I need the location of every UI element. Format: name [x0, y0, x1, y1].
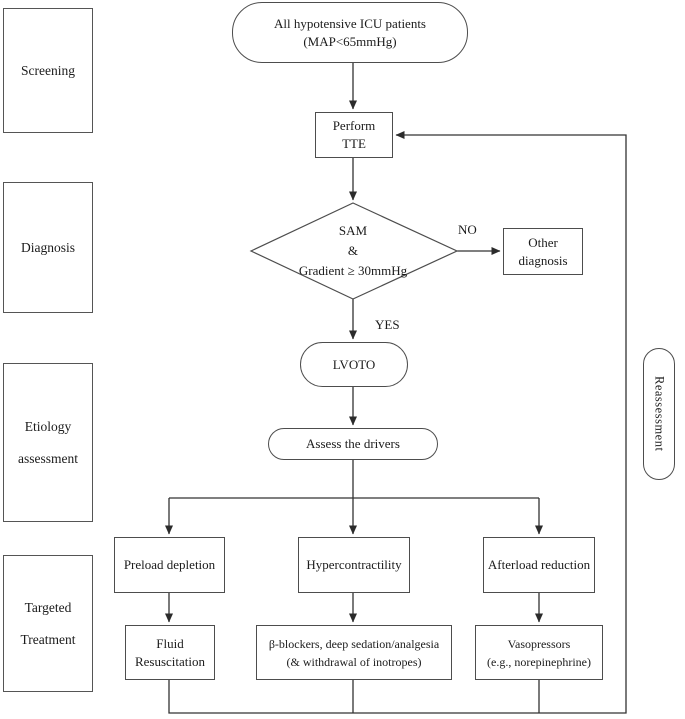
node-fluid-resuscitation: Fluid Resuscitation [125, 625, 215, 680]
stage-label: Targeted Treatment [20, 600, 76, 647]
feedback-loop-to-tte [168, 131, 627, 714]
node-label: Other diagnosis [518, 234, 568, 268]
node-label: All hypotensive ICU patients (MAP<65mmHg… [273, 15, 426, 49]
node-label: Afterload reduction [487, 557, 591, 573]
stage-diagnosis: Diagnosis [3, 182, 93, 313]
decision-diamond [249, 202, 459, 300]
node-reassessment: Reassessment [643, 348, 675, 480]
node-label: Fluid Resuscitation [134, 635, 206, 669]
node-label: Reassessment [652, 376, 667, 452]
node-label: Perform TTE [332, 118, 376, 151]
node-label: Vasopressors (e.g., norepinephrine) [487, 636, 591, 669]
stage-targeted-treatment: Targeted Treatment [3, 555, 93, 692]
stage-etiology-assessment: Etiology assessment [3, 363, 93, 522]
node-lvoto: LVOTO [300, 342, 408, 387]
node-label: Preload depletion [123, 557, 216, 573]
stage-screening: Screening [3, 8, 93, 133]
node-preload-depletion: Preload depletion [114, 537, 225, 593]
stage-label: Screening [21, 62, 75, 78]
node-label: β-blockers, deep sedation/analgesia (& w… [268, 636, 440, 669]
stage-label: Diagnosis [21, 239, 75, 255]
node-vasopressors: Vasopressors (e.g., norepinephrine) [475, 625, 603, 680]
edge-label-yes: YES [375, 317, 400, 332]
node-beta-blockers-sedation: β-blockers, deep sedation/analgesia (& w… [256, 625, 452, 680]
node-afterload-reduction: Afterload reduction [483, 537, 595, 593]
node-decision-sam-gradient: SAM & Gradient ≥ 30mmHg [262, 218, 444, 284]
node-other-diagnosis: Other diagnosis [503, 228, 583, 275]
edge-label-no: NO [458, 222, 477, 237]
stage-label: Etiology assessment [18, 419, 78, 466]
node-label: LVOTO [332, 356, 376, 372]
node-label: Hypercontractility [306, 557, 402, 573]
node-start-patients: All hypotensive ICU patients (MAP<65mmHg… [232, 2, 468, 63]
node-hypercontractility: Hypercontractility [298, 537, 410, 593]
node-label: SAM & Gradient ≥ 30mmHg [298, 222, 408, 279]
node-assess-drivers: Assess the drivers [268, 428, 438, 460]
node-label: Assess the drivers [306, 436, 400, 452]
node-perform-tte: Perform TTE [315, 112, 393, 158]
